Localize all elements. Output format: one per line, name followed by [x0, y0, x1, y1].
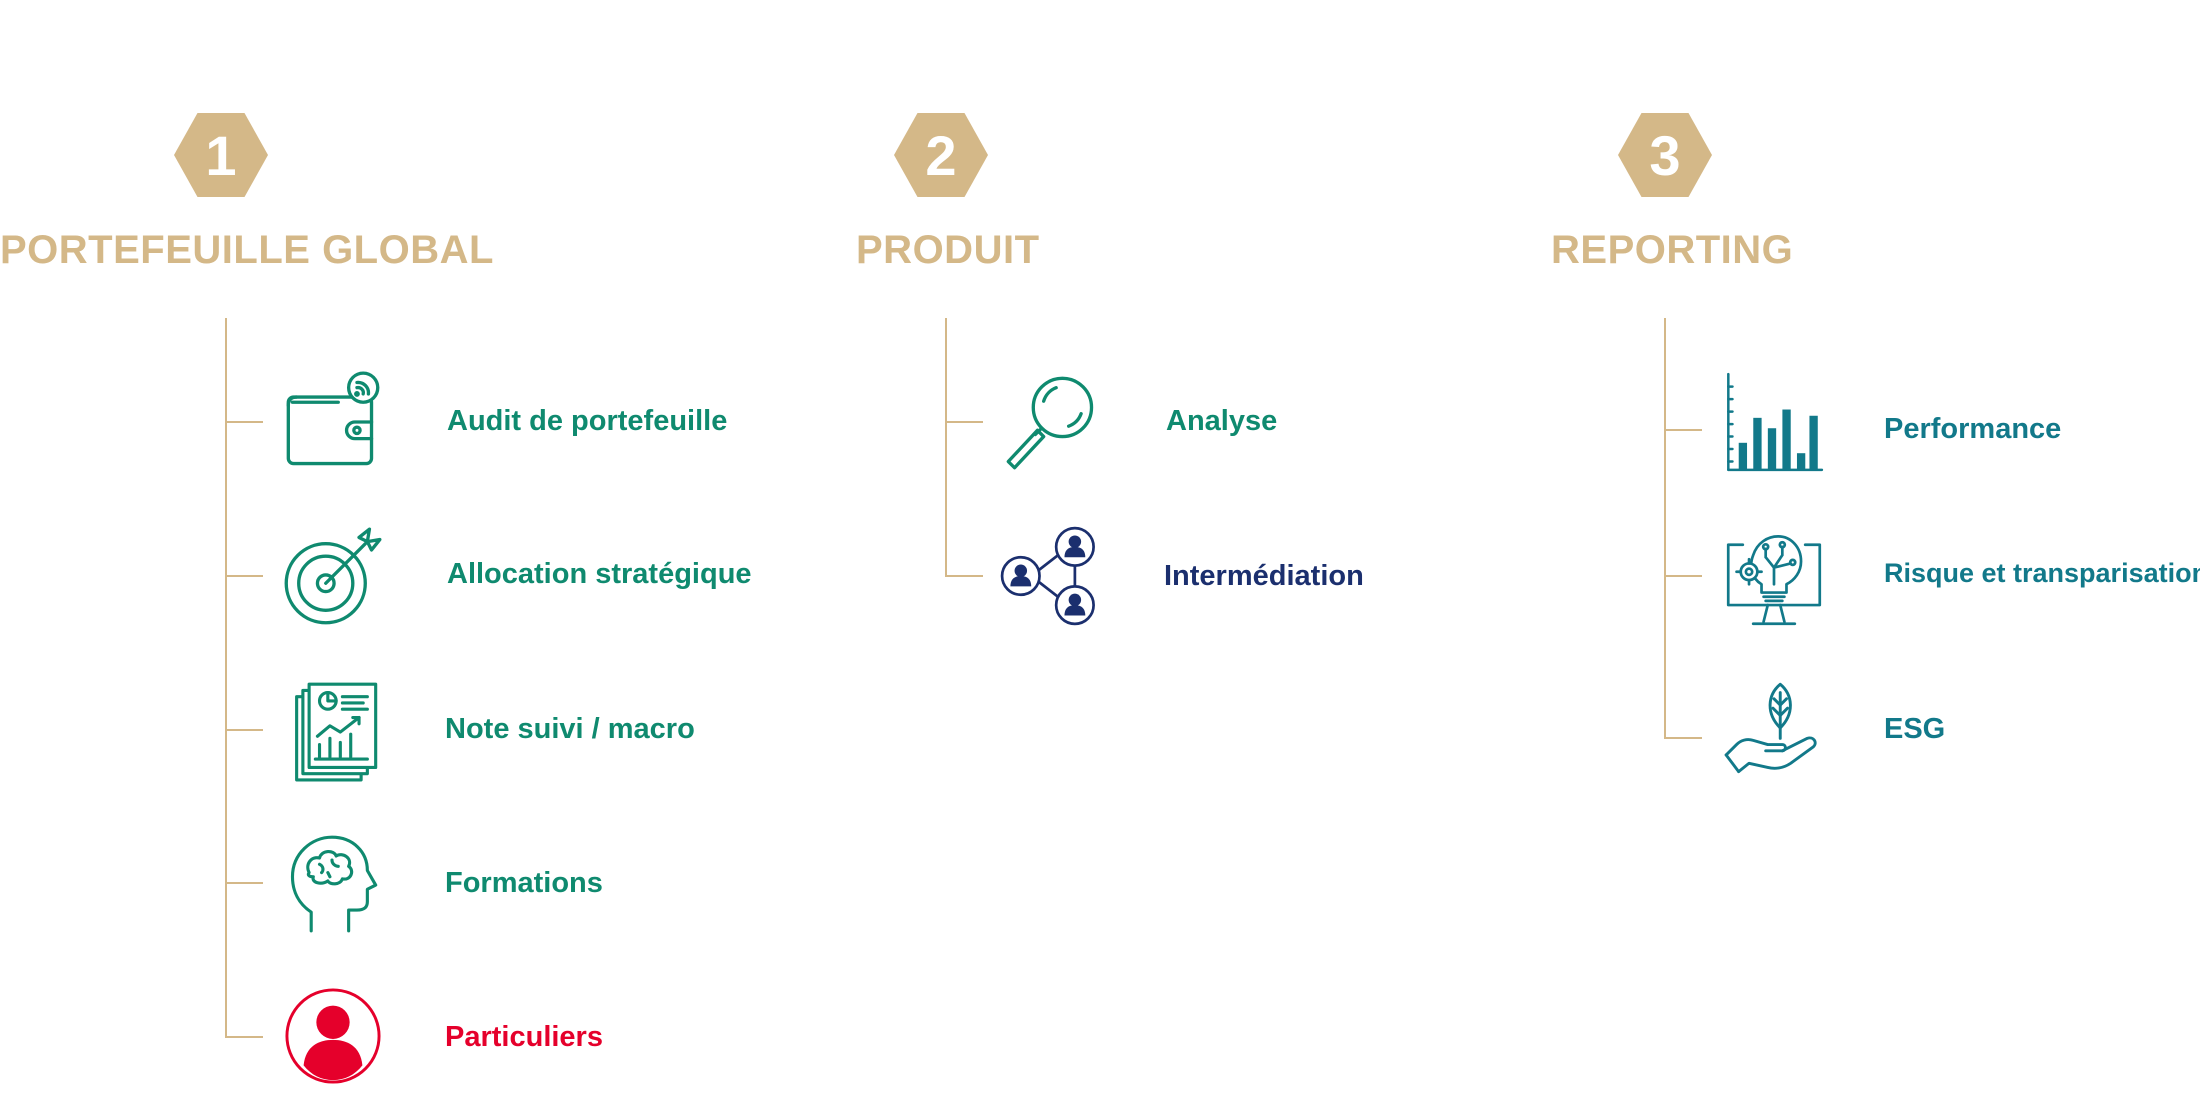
- section-number-badge: 2: [894, 113, 988, 197]
- user-circle-icon: [284, 987, 382, 1085]
- section-title: REPORTING: [1551, 228, 1794, 272]
- section-title: PORTEFEUILLE GLOBAL: [0, 228, 494, 272]
- tree-branch: [225, 575, 263, 577]
- section-number-badge: 1: [174, 113, 268, 197]
- item-label: Note suivi / macro: [445, 713, 695, 745]
- hand-leaf-icon: [1722, 678, 1826, 782]
- item-label: Analyse: [1166, 405, 1278, 437]
- tree-branch: [1664, 737, 1702, 739]
- tree-vertical-line: [225, 318, 227, 1038]
- report-documents-icon: [280, 678, 384, 782]
- item-label: Intermédiation: [1164, 560, 1364, 592]
- people-network-icon: [1000, 524, 1104, 628]
- item-label: Particuliers: [445, 1021, 603, 1053]
- tree-branch: [225, 729, 263, 731]
- tree-branch: [945, 575, 983, 577]
- wallet-wifi-icon: [280, 370, 384, 474]
- tree-vertical-line: [1664, 318, 1666, 738]
- tree-branch: [225, 421, 263, 423]
- target-arrow-icon: [280, 525, 384, 629]
- tree-branch: [225, 882, 263, 884]
- item-label: ESG: [1884, 713, 1946, 745]
- item-label: Allocation stratégique: [447, 558, 752, 590]
- tree-branch: [225, 1036, 263, 1038]
- section-produit: 2 PRODUIT Analyse: [856, 113, 1364, 628]
- item-label: Audit de portefeuille: [447, 405, 728, 437]
- tree-branch: [945, 421, 983, 423]
- tree-branch: [1664, 575, 1702, 577]
- section-number: 1: [205, 123, 237, 187]
- section-number: 3: [1649, 123, 1681, 187]
- section-title: PRODUIT: [856, 228, 1040, 272]
- section-portefeuille-global: 1 PORTEFEUILLE GLOBAL Audit de portefeui…: [0, 0, 800, 1100]
- head-brain-icon: [280, 831, 384, 935]
- section-number-badge: 3: [1618, 113, 1712, 197]
- section-number: 2: [925, 123, 957, 187]
- item-label: Risque et transparisation: [1884, 558, 2200, 588]
- item-label: Performance: [1884, 413, 2062, 445]
- tree-vertical-line: [945, 318, 947, 576]
- magnifier-icon: [1000, 370, 1104, 474]
- item-label: Formations: [445, 867, 603, 899]
- tree-branch: [1664, 429, 1702, 431]
- bulb-monitor-icon: [1722, 526, 1826, 630]
- bar-chart-icon: [1720, 370, 1824, 474]
